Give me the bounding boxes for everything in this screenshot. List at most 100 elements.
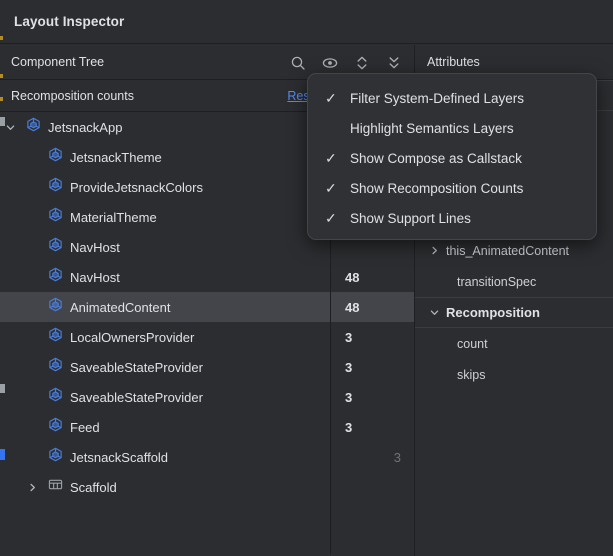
window-titlebar: Layout Inspector	[0, 0, 613, 44]
search-icon[interactable]	[288, 53, 308, 73]
compose-node-icon	[26, 117, 41, 137]
attribute-name: transitionSpec	[457, 274, 537, 289]
component-tree-title: Component Tree	[11, 55, 105, 69]
recomposition-count-cell	[330, 472, 414, 502]
attribute-name: skips	[457, 367, 486, 382]
scroll-marker[interactable]	[0, 384, 5, 393]
attribute-row[interactable]: this_AnimatedContent	[415, 235, 613, 266]
compose-node-icon	[48, 387, 63, 407]
menu-item[interactable]: Highlight Semantics Layers	[308, 113, 596, 143]
menu-item[interactable]: ✓ Show Compose as Callstack	[308, 143, 596, 173]
menu-item-label: Show Compose as Callstack	[350, 150, 522, 166]
tree-node: JetsnackTheme	[48, 147, 162, 167]
tree-row-label: JetsnackTheme	[70, 149, 162, 165]
recomposition-count-value: 48	[345, 299, 360, 315]
tree-node: AnimatedContent	[48, 297, 170, 317]
menu-item[interactable]: ✓ Show Recomposition Counts	[308, 173, 596, 203]
tree-row-label: SaveableStateProvider	[70, 359, 203, 375]
attribute-chevron-right-icon[interactable]	[427, 244, 441, 258]
check-icon: ✓	[325, 179, 337, 196]
compose-node-icon	[48, 267, 63, 287]
tree-row[interactable]: SaveableStateProvider 3	[0, 352, 414, 382]
attribute-name: this_AnimatedContent	[446, 243, 569, 258]
compose-node-icon	[48, 147, 63, 167]
attribute-group-header[interactable]: Recomposition	[415, 297, 613, 328]
scroll-marker[interactable]	[0, 117, 5, 126]
recomposition-count-value: 48	[345, 269, 360, 285]
edge-marker	[0, 36, 3, 40]
tree-row-label: NavHost	[70, 269, 120, 285]
tree-row[interactable]: JetsnackScaffold 3	[0, 442, 414, 472]
menu-item-label: Show Support Lines	[350, 210, 471, 226]
menu-item-label: Show Recomposition Counts	[350, 180, 524, 196]
tree-node: ProvideJetsnackColors	[48, 177, 203, 197]
component-tree-toolbar	[288, 45, 404, 80]
tree-row-label: Scaffold	[70, 479, 117, 495]
tree-node: JetsnackScaffold	[48, 447, 168, 467]
tree-node: NavHost	[48, 237, 120, 257]
collapse-all-icon[interactable]	[384, 53, 404, 73]
view-node-icon	[48, 477, 63, 497]
recomposition-count-value: 3	[345, 419, 353, 435]
tree-row-chevron-right-icon[interactable]	[24, 479, 40, 495]
recomposition-count-value: 3	[345, 389, 353, 405]
compose-node-icon	[48, 177, 63, 197]
tree-node: MaterialTheme	[48, 207, 157, 227]
compose-node-icon	[48, 327, 63, 347]
attribute-row[interactable]: count	[415, 328, 613, 359]
expand-collapse-icon[interactable]	[352, 53, 372, 73]
tree-node: JetsnackApp	[26, 117, 122, 137]
menu-item-label: Filter System-Defined Layers	[350, 90, 525, 106]
tree-row-label: ProvideJetsnackColors	[70, 179, 203, 195]
attributes-title: Attributes	[427, 55, 480, 69]
tree-node: Scaffold	[48, 477, 117, 497]
menu-item[interactable]: ✓ Filter System-Defined Layers	[308, 83, 596, 113]
component-tree-header: Component Tree	[0, 45, 414, 80]
attribute-group-name: Recomposition	[446, 305, 540, 320]
tree-row[interactable]: NavHost 48	[0, 262, 414, 292]
eye-icon[interactable]	[320, 53, 340, 73]
compose-node-icon	[48, 237, 63, 257]
tree-node: SaveableStateProvider	[48, 357, 203, 377]
tree-node: LocalOwnersProvider	[48, 327, 194, 347]
recomposition-count-value: 3	[393, 449, 401, 465]
attribute-row[interactable]: skips	[415, 359, 613, 390]
tree-row[interactable]: JetsnackApp	[0, 112, 414, 142]
edge-marker	[0, 74, 3, 78]
compose-node-icon	[48, 207, 63, 227]
tree-row[interactable]: Feed 3	[0, 412, 414, 442]
tree-row-label: JetsnackScaffold	[70, 449, 169, 465]
check-icon: ✓	[325, 89, 337, 106]
check-icon: ✓	[325, 209, 337, 226]
tree-row-chevron-down-icon[interactable]	[2, 119, 18, 135]
tree-row-label: Feed	[70, 419, 100, 435]
scroll-marker[interactable]	[0, 449, 5, 460]
check-icon: ✓	[325, 149, 337, 166]
recomposition-count-cell	[330, 232, 414, 262]
recomposition-count-cell: 3	[330, 352, 414, 382]
recomposition-count-cell: 3	[330, 322, 414, 352]
recomposition-counts-label: Recomposition counts	[11, 88, 134, 103]
compose-node-icon	[48, 297, 63, 317]
compose-node-icon	[48, 417, 63, 437]
compose-node-icon	[48, 357, 63, 377]
menu-item-label: Highlight Semantics Layers	[350, 120, 514, 136]
tree-row[interactable]: NavHost	[0, 232, 414, 262]
recomposition-count-cell: 48	[330, 262, 414, 292]
recomposition-count-cell: 3	[330, 442, 414, 472]
compose-node-icon	[48, 447, 63, 467]
tree-node: Feed	[48, 417, 100, 437]
tree-row[interactable]: LocalOwnersProvider 3	[0, 322, 414, 352]
tree-row[interactable]: SaveableStateProvider 3	[0, 382, 414, 412]
tree-row-label: NavHost	[70, 239, 120, 255]
tree-row[interactable]: AnimatedContent 48	[0, 292, 414, 322]
tree-row[interactable]: Scaffold	[0, 472, 414, 502]
group-chevron-down-icon[interactable]	[427, 306, 441, 320]
tree-node: SaveableStateProvider	[48, 387, 203, 407]
attribute-row[interactable]: transitionSpec	[415, 266, 613, 297]
menu-item[interactable]: ✓ Show Support Lines	[308, 203, 596, 233]
tree-row-label: MaterialTheme	[70, 209, 157, 225]
